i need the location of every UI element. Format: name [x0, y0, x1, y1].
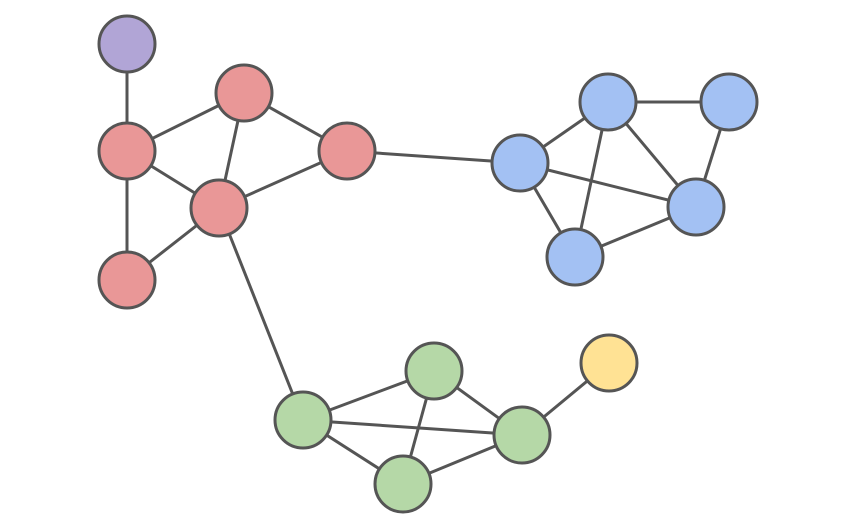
node-red-r4 — [189, 178, 249, 238]
nodes-layer — [97, 14, 759, 514]
node-blue-b5 — [545, 227, 605, 287]
node-blue-b1 — [490, 133, 550, 193]
node-red-r1 — [214, 63, 274, 123]
node-green-g3 — [492, 405, 552, 465]
node-green-g2 — [404, 341, 464, 401]
node-red-r2 — [97, 121, 157, 181]
node-red-r3 — [317, 121, 377, 181]
node-green-g1 — [273, 390, 333, 450]
node-blue-b2 — [578, 72, 638, 132]
edge-g1-g3 — [301, 418, 524, 437]
edge-r4-g1 — [217, 206, 305, 422]
node-blue-b4 — [666, 177, 726, 237]
edges-layer — [125, 42, 731, 486]
node-blue-b3 — [699, 72, 759, 132]
node-green-g4 — [373, 454, 433, 514]
edge-b1-b4 — [518, 161, 698, 209]
node-yellow-y1 — [579, 333, 639, 393]
node-purple-p1 — [97, 14, 157, 74]
node-red-r5 — [97, 250, 157, 310]
